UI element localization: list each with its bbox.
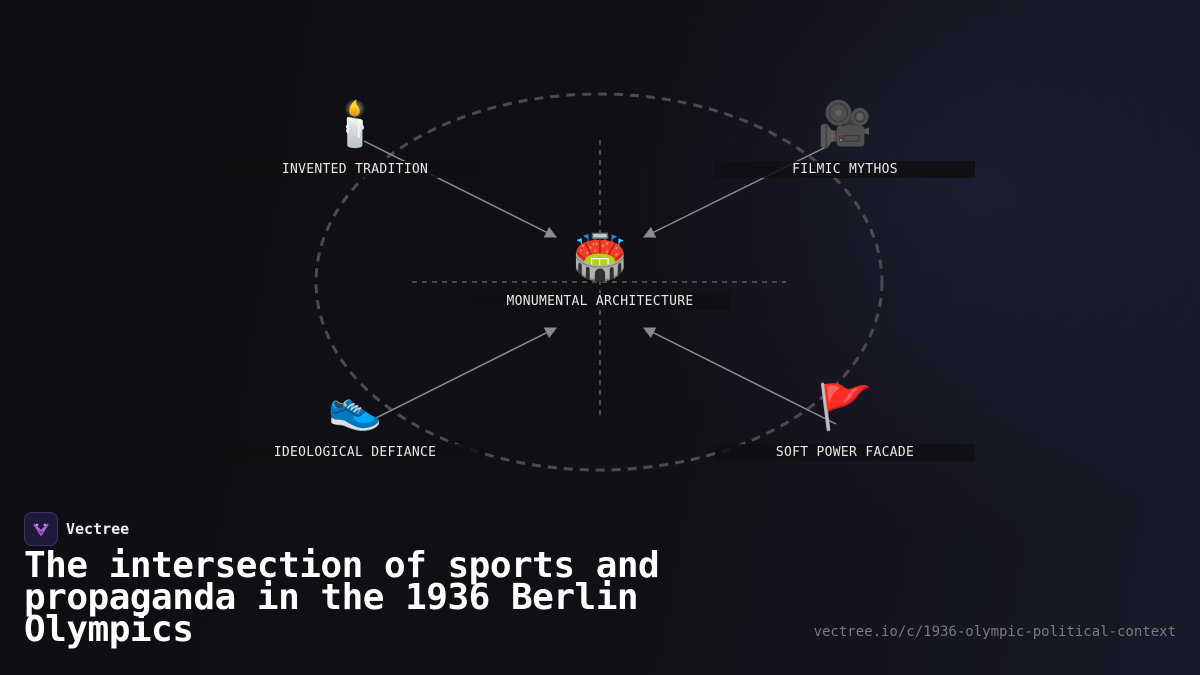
arrow-invented-tradition [363, 140, 558, 238]
candle-icon: 🕯️ [327, 99, 383, 150]
arrow-soft-power-facade [642, 327, 837, 425]
brand-name: Vectree [66, 520, 130, 538]
source-url: vectree.io/c/1936-olympic-political-cont… [813, 624, 1176, 640]
running-shoe-icon: 👟 [327, 382, 383, 433]
center-node-label: MONUMENTAL ARCHITECTURE [470, 293, 730, 310]
vectree-logo-icon [24, 512, 58, 546]
page-title: The intersection of sports and propagand… [24, 545, 660, 650]
flag-icon: 🚩 [817, 382, 873, 433]
movie-camera-icon: 🎥 [817, 99, 873, 150]
brand: Vectree [24, 512, 129, 546]
node-label-ideological-defiance: IDEOLOGICAL DEFIANCE [225, 444, 485, 461]
stadium-icon: 🏟️ [572, 232, 628, 283]
node-label-invented-tradition: INVENTED TRADITION [225, 161, 485, 178]
node-label-filmic-mythos: FILMIC MYTHOS [715, 161, 975, 178]
orbit-ellipse [314, 92, 884, 472]
node-label-soft-power-facade: SOFT POWER FACADE [715, 444, 975, 461]
arrow-ideological-defiance [373, 327, 558, 420]
diagram-lines [314, 92, 884, 472]
concept-diagram: 🏟️ MONUMENTAL ARCHITECTURE 🕯️ INVENTED T… [225, 92, 975, 472]
